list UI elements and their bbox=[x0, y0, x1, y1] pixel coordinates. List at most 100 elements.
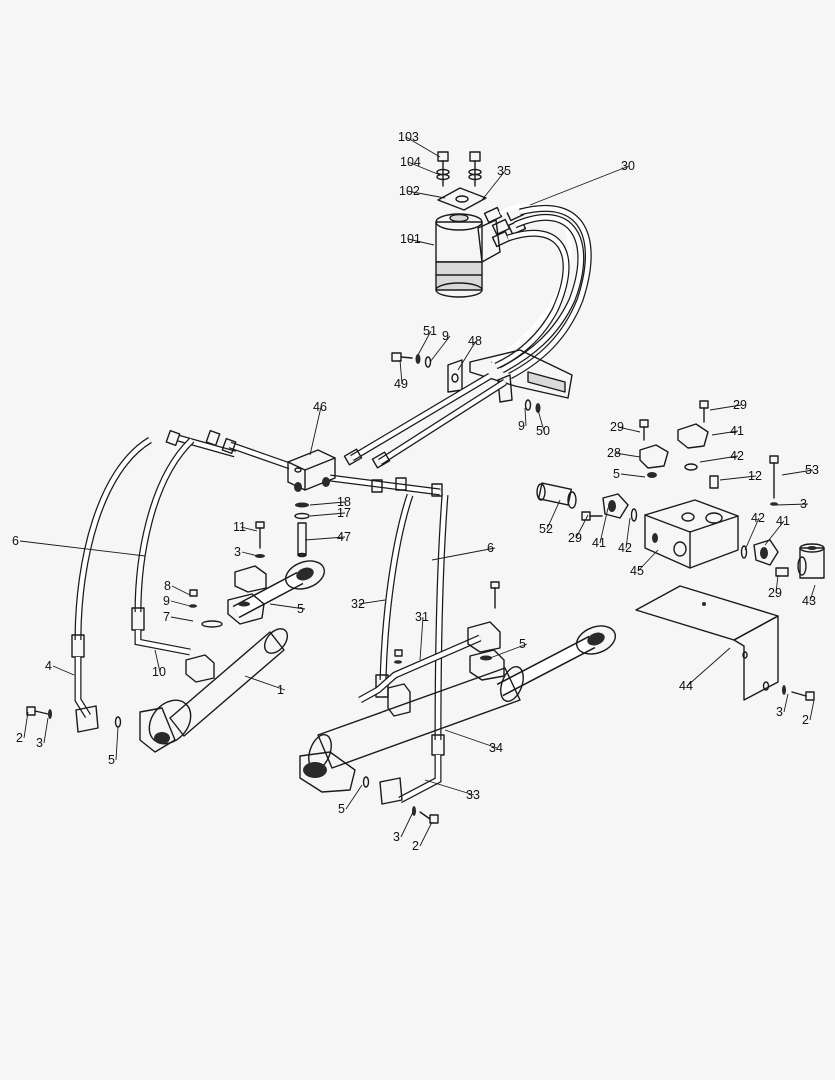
right-hoses bbox=[358, 493, 482, 824]
callout-leader-3 bbox=[241, 551, 259, 557]
callout-leader-34 bbox=[444, 729, 498, 749]
callout-label-103: 103 bbox=[398, 130, 419, 144]
callout-leader-9 bbox=[170, 600, 191, 607]
callout-label-49: 49 bbox=[394, 377, 408, 391]
callout-leader-29 bbox=[575, 514, 589, 539]
callout-label-4: 4 bbox=[45, 659, 52, 673]
callout-leader-7 bbox=[170, 616, 194, 622]
callout-label-3: 3 bbox=[234, 545, 241, 559]
callout-leader-42 bbox=[625, 517, 631, 549]
callout-label-3: 3 bbox=[36, 736, 43, 750]
callout-leader-10 bbox=[154, 649, 161, 673]
callout-leader-18 bbox=[309, 501, 346, 506]
callout-label-51: 51 bbox=[423, 324, 437, 338]
callout-label-2: 2 bbox=[16, 731, 23, 745]
callout-leader-3 bbox=[783, 693, 789, 713]
callout-label-11: 11 bbox=[233, 520, 246, 534]
callout-leader-29 bbox=[617, 426, 641, 433]
callout-leader-104 bbox=[407, 161, 441, 176]
callout-label-101: 101 bbox=[400, 232, 421, 246]
callout-label-33: 33 bbox=[466, 788, 480, 802]
left-hoses-6 bbox=[26, 437, 195, 733]
callout-leader-12 bbox=[719, 475, 757, 481]
callout-label-31: 31 bbox=[415, 610, 429, 624]
callout-leader-2 bbox=[419, 821, 433, 847]
callout-label-1: 1 bbox=[277, 683, 284, 697]
callout-leaders bbox=[19, 136, 816, 847]
callout-leader-30 bbox=[529, 165, 630, 206]
callout-label-17: 17 bbox=[337, 506, 351, 520]
callout-leader-3 bbox=[400, 811, 414, 838]
callout-label-6: 6 bbox=[487, 541, 494, 555]
callout-label-3: 3 bbox=[800, 497, 807, 511]
callout-leader-50 bbox=[537, 409, 545, 432]
callout-leader-5 bbox=[620, 473, 646, 478]
callout-label-3: 3 bbox=[776, 705, 783, 719]
callout-label-30: 30 bbox=[621, 159, 635, 173]
callout-label-52: 52 bbox=[539, 522, 553, 536]
callout-label-5: 5 bbox=[519, 637, 526, 651]
callout-label-53: 53 bbox=[805, 463, 819, 477]
callout-label-5: 5 bbox=[613, 467, 620, 481]
callout-leader-17 bbox=[309, 512, 346, 517]
callout-label-5: 5 bbox=[338, 802, 345, 816]
callout-label-32: 32 bbox=[351, 597, 365, 611]
callout-leader-41 bbox=[599, 507, 609, 544]
callout-label-2: 2 bbox=[802, 713, 809, 727]
callout-label-102: 102 bbox=[399, 184, 420, 198]
hoses-30 bbox=[490, 202, 592, 380]
callout-label-18: 18 bbox=[337, 495, 351, 509]
callout-label-42: 42 bbox=[751, 511, 765, 525]
callout-leader-35 bbox=[481, 170, 506, 201]
callout-leader-46 bbox=[309, 406, 322, 456]
callout-leader-5 bbox=[345, 784, 363, 810]
callout-leader-4 bbox=[52, 665, 75, 676]
callout-label-50: 50 bbox=[536, 424, 550, 438]
callout-leader-5 bbox=[115, 726, 119, 761]
callout-leader-101 bbox=[407, 238, 435, 246]
callout-leader-102 bbox=[406, 190, 446, 199]
callout-label-45: 45 bbox=[630, 564, 644, 578]
callout-leader-48 bbox=[457, 340, 477, 371]
callout-leader-3 bbox=[43, 717, 49, 744]
callout-label-35: 35 bbox=[497, 164, 511, 178]
callout-leader-51 bbox=[417, 330, 432, 356]
callout-label-3: 3 bbox=[393, 830, 400, 844]
callout-leader-8 bbox=[171, 585, 191, 596]
callout-leader-49 bbox=[399, 359, 403, 385]
callout-leader-33 bbox=[424, 779, 475, 796]
callout-leader-29 bbox=[775, 574, 779, 594]
callout-label-5: 5 bbox=[108, 753, 115, 767]
callout-label-42: 42 bbox=[618, 541, 632, 555]
callout-label-2: 2 bbox=[412, 839, 419, 853]
callout-leader-53 bbox=[781, 469, 814, 476]
callout-leader-42 bbox=[744, 517, 760, 551]
callout-leader-9 bbox=[524, 407, 527, 427]
callout-label-29: 29 bbox=[610, 420, 624, 434]
callout-leader-5 bbox=[269, 603, 306, 610]
callout-label-44: 44 bbox=[679, 679, 693, 693]
callout-label-41: 41 bbox=[592, 536, 606, 550]
callout-leader-47 bbox=[304, 536, 346, 541]
callout-label-7: 7 bbox=[163, 610, 170, 624]
callout-leader-9 bbox=[429, 335, 451, 363]
callout-leader-32 bbox=[358, 599, 386, 605]
callout-leader-31 bbox=[419, 616, 424, 661]
callout-leader-11 bbox=[240, 526, 258, 532]
callout-label-28: 28 bbox=[607, 446, 621, 460]
callout-label-12: 12 bbox=[748, 469, 762, 483]
callout-leader-6 bbox=[19, 540, 146, 557]
callout-label-9: 9 bbox=[163, 594, 170, 608]
callout-label-43: 43 bbox=[802, 594, 816, 608]
center-hoses bbox=[343, 372, 507, 469]
steering-unit-101 bbox=[435, 151, 527, 298]
callout-leader-5 bbox=[489, 643, 528, 659]
callout-leader-6 bbox=[431, 547, 496, 561]
callout-leader-1 bbox=[244, 675, 286, 691]
cylinder-right bbox=[299, 581, 617, 793]
callout-label-29: 29 bbox=[568, 531, 582, 545]
callout-label-9: 9 bbox=[518, 419, 525, 433]
callout-label-42: 42 bbox=[730, 449, 744, 463]
callout-label-8: 8 bbox=[164, 579, 171, 593]
